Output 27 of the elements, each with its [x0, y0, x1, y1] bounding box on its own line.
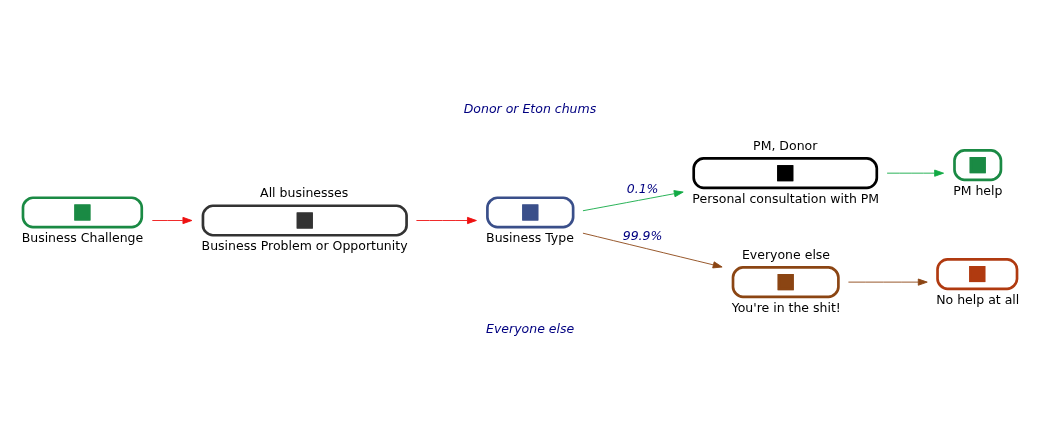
node-box	[486, 195, 575, 229]
node-label: Business Challenge	[21, 229, 144, 245]
node-box	[201, 203, 408, 237]
label: Everyone else	[486, 320, 575, 336]
arrow	[886, 169, 945, 177]
label: Donor or Eton chums	[463, 100, 597, 116]
node-label: Personal consultation with PM	[692, 190, 880, 206]
arrow	[582, 189, 684, 211]
edge-label: 99.9%	[622, 227, 663, 243]
node-box	[731, 265, 840, 298]
node-label: Business Type	[486, 229, 574, 245]
node-box	[21, 195, 144, 229]
node-box	[936, 257, 1019, 290]
arrow	[848, 278, 928, 286]
node-label: You're in the shit!	[731, 299, 841, 315]
node-label: All businesses	[260, 184, 349, 200]
node-box	[953, 148, 1003, 181]
arrow	[582, 232, 723, 268]
arrow	[415, 216, 477, 224]
node-label: No help at all	[936, 291, 1020, 307]
node-label: PM help	[953, 182, 1003, 198]
arrow	[151, 216, 193, 224]
node-label: PM, Donor	[753, 137, 818, 153]
node-label: Everyone else	[741, 246, 831, 262]
node-box	[692, 156, 879, 189]
edge-label: 0.1%	[626, 180, 659, 196]
node-label: Business Problem or Opportunity	[201, 237, 408, 253]
